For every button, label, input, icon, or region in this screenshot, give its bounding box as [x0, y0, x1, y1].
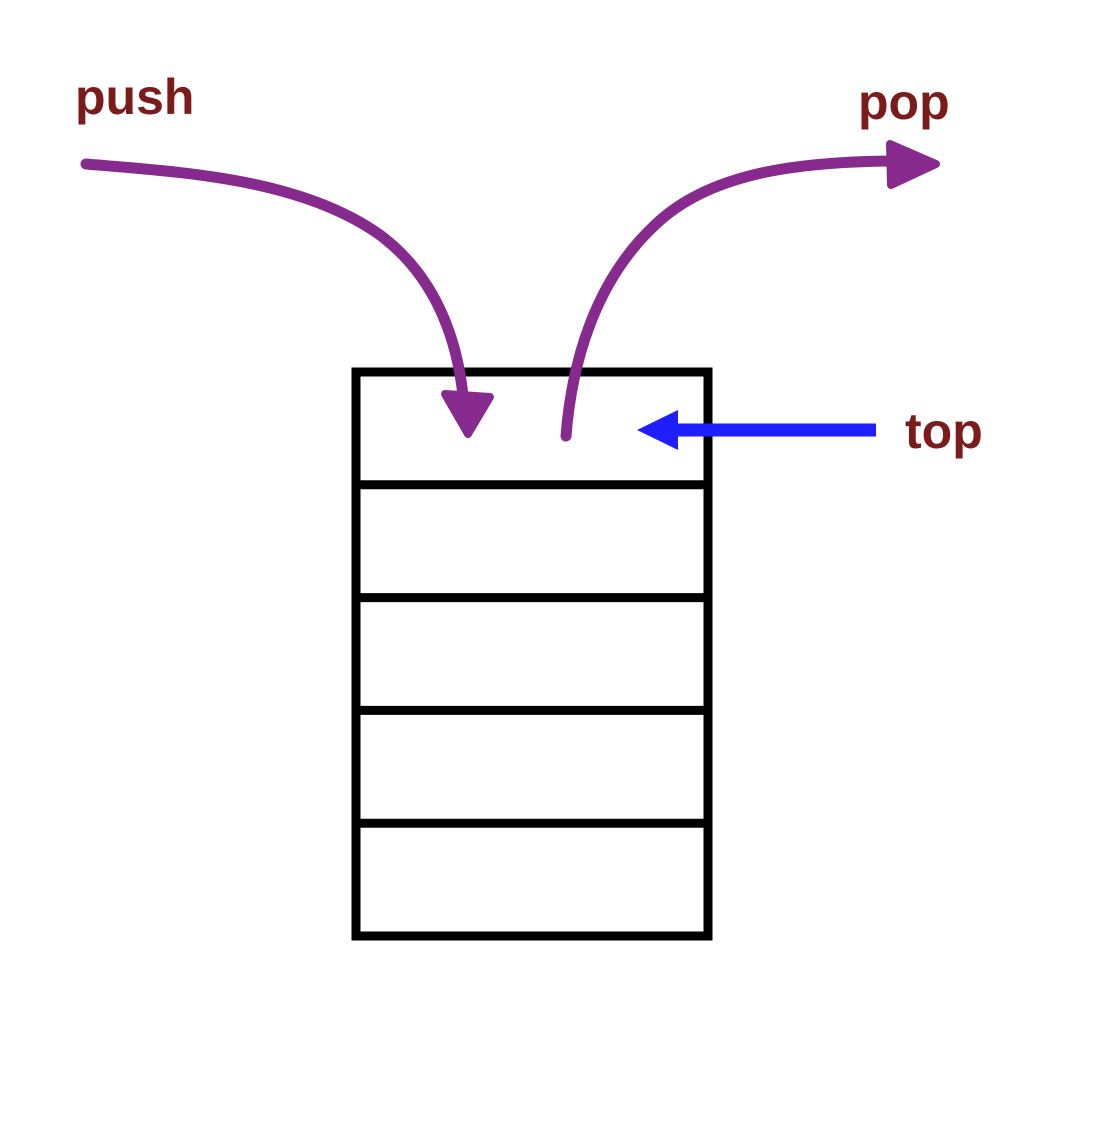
top-label: top: [905, 403, 983, 459]
pop-label: pop: [858, 74, 950, 130]
top-arrowhead-icon: [637, 410, 678, 450]
stack-outline: [351, 367, 713, 941]
push-arrow: [80, 158, 494, 438]
push-arrowhead-icon: [441, 390, 494, 438]
push-label: push: [75, 69, 194, 125]
top-arrow: [637, 410, 876, 450]
pop-arrowhead-icon: [886, 140, 940, 189]
push-arrow-line: [80, 158, 469, 402]
pop-arrow-line: [560, 155, 896, 442]
pop-arrow: [560, 140, 940, 442]
stack: [351, 367, 713, 941]
